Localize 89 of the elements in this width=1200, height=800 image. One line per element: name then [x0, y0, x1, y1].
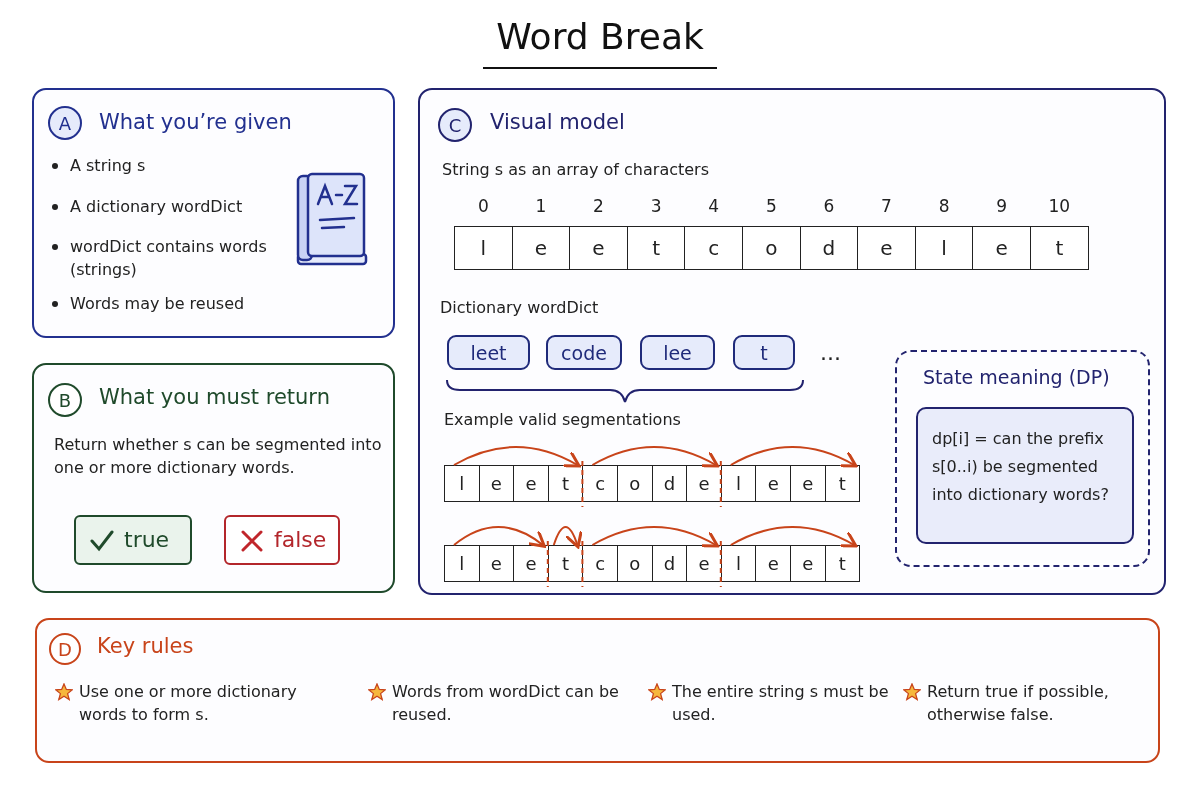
rule-text: Words from wordDict can be reused. — [392, 681, 620, 727]
char-cell: e — [511, 226, 571, 270]
char-cell: l — [444, 545, 480, 582]
segment-arrow — [453, 446, 581, 468]
char-cell: o — [617, 545, 653, 582]
panel-heading: Visual model — [490, 110, 625, 134]
answer-box — [74, 515, 192, 565]
char-cell: e — [755, 545, 791, 582]
char-cell: l — [720, 545, 757, 582]
char-cell: e — [755, 465, 791, 502]
index-number: 6 — [822, 196, 836, 216]
answer-box — [224, 515, 340, 565]
letter-circle: C — [438, 108, 472, 142]
char-cell: c — [684, 226, 743, 270]
char-cell: l — [454, 226, 513, 270]
index-number: 5 — [764, 196, 778, 216]
segment-arrow — [729, 446, 858, 468]
word-chip: t — [733, 335, 795, 370]
definition-box: dp[i] = can the prefix s[0..i) be segmented into dictionary words? — [916, 407, 1134, 544]
char-cell: e — [686, 465, 722, 502]
key-rules-panel — [35, 618, 1160, 763]
index-number: 1 — [534, 196, 548, 216]
word-chip: lee — [640, 335, 715, 370]
rule-text: Return true if possible, otherwise false. — [927, 681, 1110, 727]
segment-arrow — [453, 526, 546, 548]
index-number: 10 — [1047, 196, 1072, 216]
panel-heading: Key rules — [97, 634, 194, 658]
char-cell: l — [914, 226, 974, 270]
word-chip: leet — [447, 335, 530, 370]
char-cell: t — [547, 545, 584, 582]
segment-arrow — [552, 526, 583, 549]
segment-arrow — [591, 446, 720, 468]
index-number: 3 — [649, 196, 663, 216]
index-number: 8 — [937, 196, 951, 216]
char-cell: e — [513, 545, 549, 582]
char-cell: e — [686, 545, 722, 582]
char-cell: d — [651, 465, 688, 502]
title: Word Break — [495, 16, 705, 57]
char-cell: c — [582, 465, 618, 502]
index-number: 7 — [880, 196, 893, 216]
char-cell: t — [824, 465, 861, 502]
char-cell: o — [617, 465, 653, 502]
char-cell: d — [651, 545, 688, 582]
index-number: 0 — [476, 196, 490, 216]
char-cell: c — [582, 545, 618, 582]
letter-circle: A — [48, 106, 82, 140]
bullet-text: Words may be reused — [70, 293, 246, 315]
char-cell: e — [790, 465, 826, 502]
char-cell: e — [478, 465, 515, 502]
rule-text: The entire string s must be used. — [672, 681, 890, 727]
index-number: 9 — [995, 196, 1009, 216]
word-chip: code — [546, 335, 622, 370]
bullet-text: A dictionary wordDict — [70, 196, 244, 218]
char-cell: o — [742, 226, 801, 270]
rule-text: Use one or more dictionary words to form s. — [79, 681, 298, 727]
dashed-panel — [895, 350, 1150, 567]
char-cell: e — [972, 226, 1031, 270]
letter-circle: D — [49, 633, 81, 665]
panel-heading: State meaning (DP) — [923, 366, 1110, 388]
char-cell: d — [799, 226, 859, 270]
bullet-text: wordDict contains words (strings) — [70, 236, 268, 282]
char-cell: t — [824, 545, 861, 582]
char-cell: e — [478, 545, 515, 582]
panel-heading: What you’re given — [99, 110, 292, 134]
section-label: Dictionary wordDict — [440, 297, 600, 319]
index-number: 2 — [592, 196, 605, 216]
char-cell: e — [857, 226, 916, 270]
char-cell: e — [569, 226, 628, 270]
description-text: Return whether s can be segmented into one or more dictionary words. — [54, 434, 383, 480]
letter-circle: B — [48, 383, 82, 417]
panel-heading: What you must return — [99, 385, 330, 409]
info-panel — [32, 88, 395, 338]
segment-arrow — [729, 526, 858, 548]
answer-label: false — [274, 527, 327, 552]
bullet-text: A string s — [70, 155, 147, 177]
section-label: Example valid segmentations — [444, 409, 682, 431]
section-label: String s as an array of characters — [442, 159, 710, 181]
char-cell: t — [626, 226, 686, 270]
info-panel — [32, 363, 395, 593]
segment-arrow — [591, 526, 720, 548]
answer-label: true — [124, 527, 170, 552]
char-cell: t — [1030, 226, 1089, 270]
visual-model-panel — [418, 88, 1166, 595]
char-cell: e — [513, 465, 549, 502]
char-cell: e — [790, 545, 826, 582]
ellipsis-text: ... — [820, 340, 841, 365]
index-number: 4 — [707, 196, 721, 216]
char-cell: l — [720, 465, 757, 502]
char-cell: l — [444, 465, 480, 502]
